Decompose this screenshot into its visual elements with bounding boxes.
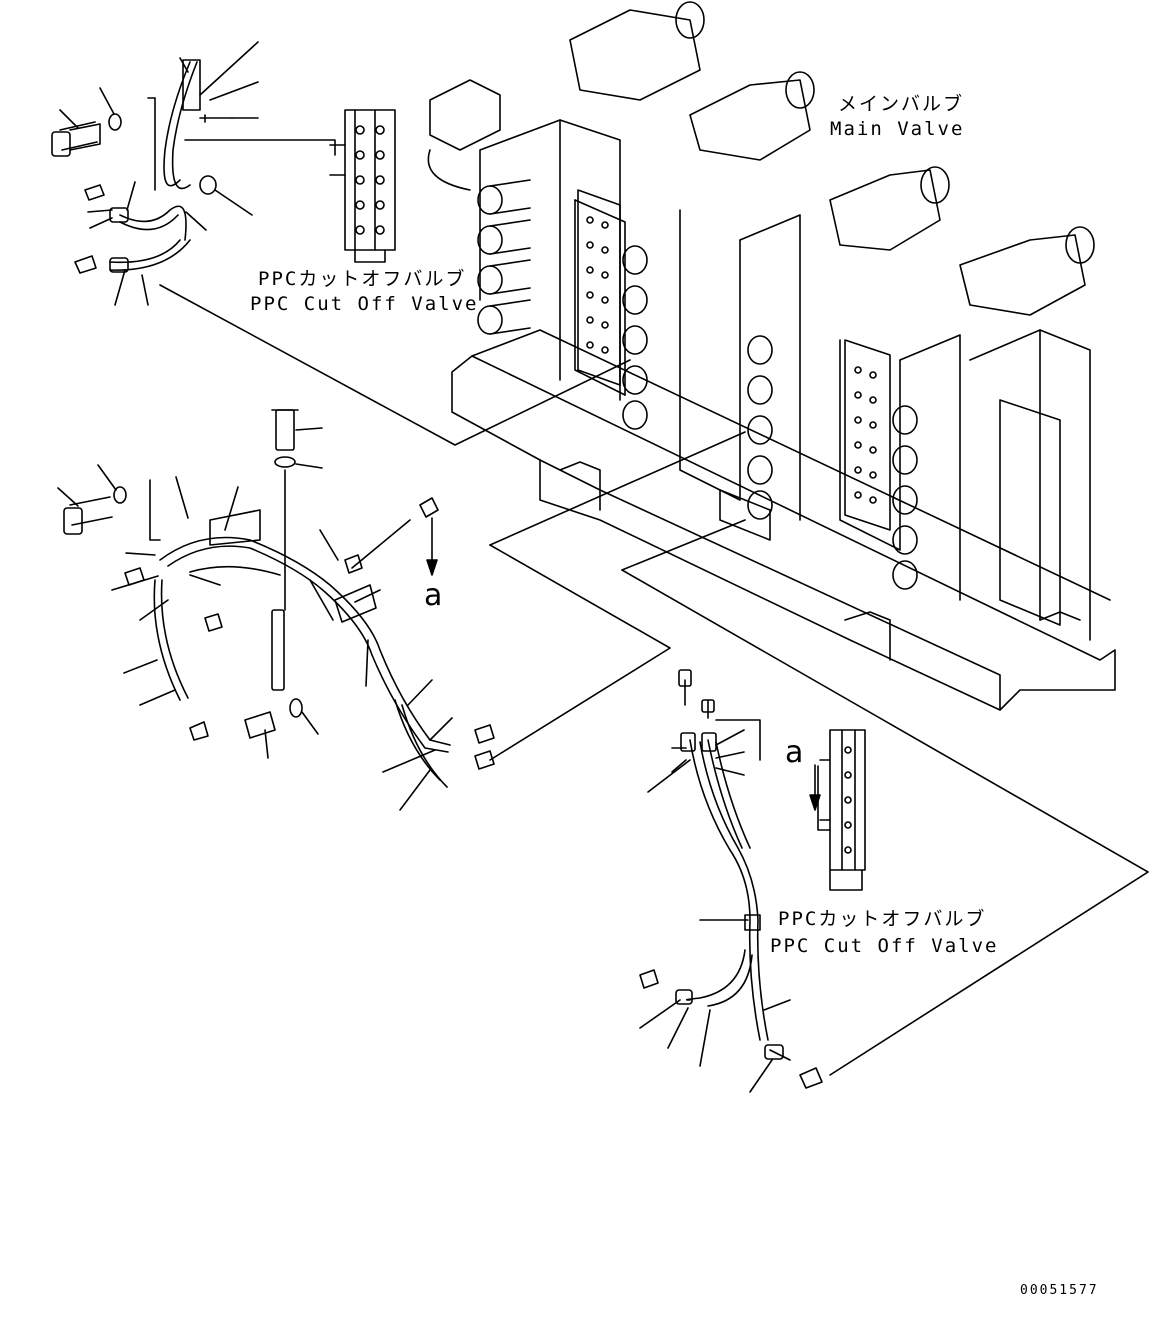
bottom-cutoff-valve (817, 729, 866, 891)
middle-hose-assembly (57, 409, 495, 811)
view-arrow-a-upper-label: a (424, 578, 443, 613)
drawing-number: 00051577 (1020, 1283, 1099, 1298)
reference-lines (159, 284, 1149, 1076)
solenoid-heads (569, 1, 1095, 316)
main-valve-label-jp: メインバルブ (838, 93, 965, 115)
bottom-hose-assembly (639, 669, 866, 1093)
port-plates (577, 189, 891, 531)
view-arrow-a-lower-label: a (785, 735, 804, 770)
top-hose-assembly (51, 41, 259, 306)
top-cutoff-valve (184, 109, 396, 263)
main-valve-label-en: Main Valve (830, 118, 965, 140)
ppc-cutoff-top-label-en: PPC Cut Off Valve (250, 293, 479, 315)
ppc-cutoff-bottom-label-en: PPC Cut Off Valve (770, 935, 999, 957)
main-valve-assembly (427, 1, 1116, 711)
spool-cylinders (477, 179, 918, 590)
ppc-cutoff-top-label-jp: PPCカットオフバルブ (258, 268, 467, 290)
ppc-cutoff-bottom-label-jp: PPCカットオフバルブ (778, 908, 987, 930)
